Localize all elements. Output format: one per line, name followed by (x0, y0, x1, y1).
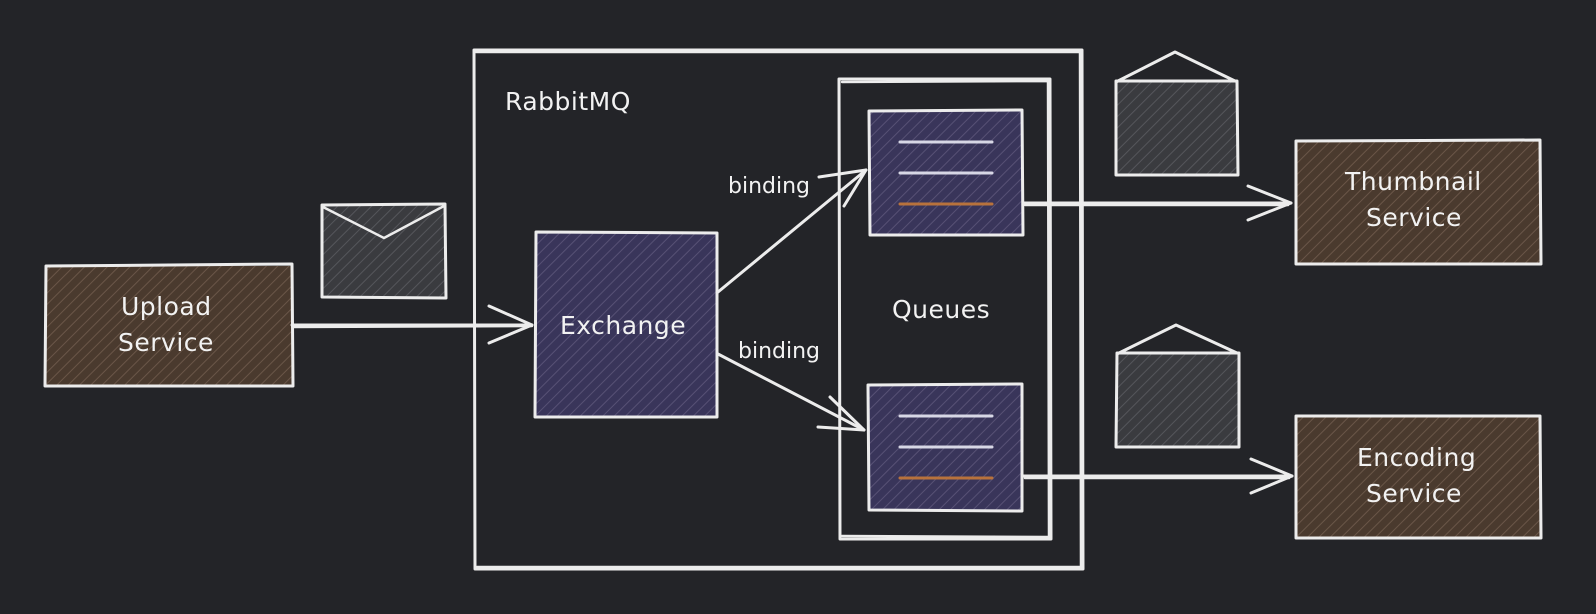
queue-icon (898, 414, 994, 480)
thumbnail-queue (867, 108, 1025, 237)
rabbitmq-title: RabbitMQ (505, 87, 631, 116)
encoding-service-node: Encoding Service (1294, 414, 1543, 540)
encoding-arrow (1021, 457, 1294, 495)
thumbnail-service-node: Thumbnail Service (1294, 138, 1543, 266)
binding-label-top: binding (728, 174, 810, 199)
upload-service-line-1: Upload (121, 292, 212, 321)
exchange-node: Exchange (533, 230, 719, 419)
open-envelope-icon (1114, 50, 1240, 177)
rabbitmq-container: RabbitMQ (472, 48, 1085, 571)
upload-to-exchange-arrow (290, 304, 534, 345)
queue-icon (898, 140, 994, 206)
queues-container: Queues (837, 77, 1053, 541)
envelope-icon (320, 202, 448, 300)
queues-label: Queues (892, 295, 990, 324)
encoding-service-line-2: Service (1366, 479, 1462, 508)
encoding-queue (866, 382, 1024, 513)
binding-label-bottom: binding (738, 339, 820, 364)
exchange-label: Exchange (560, 311, 686, 340)
upload-service-node: Upload Service (43, 262, 295, 388)
open-envelope-icon (1114, 323, 1241, 449)
thumbnail-arrow (1021, 184, 1293, 222)
thumbnail-service-line-2: Service (1366, 203, 1462, 232)
binding-arrow-bottom: binding (716, 339, 866, 432)
encoding-service-line-1: Encoding (1357, 443, 1476, 472)
upload-service-line-2: Service (118, 328, 214, 357)
binding-arrow-top: binding (716, 168, 868, 294)
thumbnail-service-line-1: Thumbnail (1344, 167, 1482, 196)
